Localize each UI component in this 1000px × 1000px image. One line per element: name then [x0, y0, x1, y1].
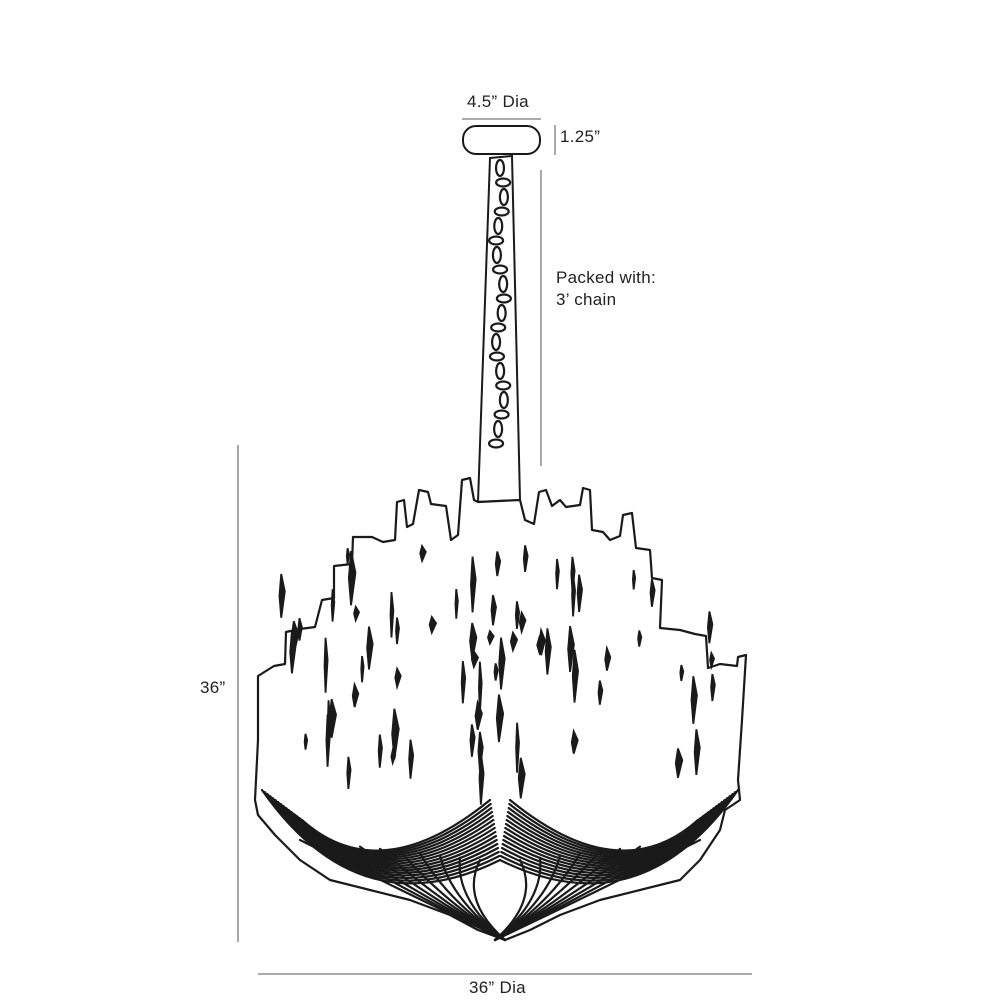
fixture-slot	[377, 734, 383, 768]
chain-link	[490, 332, 502, 352]
fixture-slot	[493, 663, 499, 681]
weave-strand	[472, 858, 507, 942]
fixture-slot	[509, 630, 519, 654]
fixture-slot	[570, 728, 579, 754]
fixture-slot	[597, 680, 604, 705]
chain-link	[487, 438, 505, 449]
fixture-diameter-label: 36” Dia	[469, 978, 526, 997]
chain-link	[498, 187, 509, 207]
fixture-slot	[366, 626, 374, 670]
fixture-slot	[345, 548, 351, 565]
fixture-slot	[394, 666, 402, 691]
fixture-slot	[494, 551, 502, 577]
fixture-slot	[353, 604, 361, 624]
fixture-slot	[522, 545, 529, 573]
fixture-slot	[487, 629, 495, 647]
fixture-slot	[679, 664, 685, 682]
fixture-slot	[555, 558, 560, 590]
canopy-diameter-label: 4.5” Dia	[467, 92, 529, 111]
chain-link	[490, 322, 507, 333]
fixture-slot	[576, 574, 583, 613]
fixture-slot	[351, 681, 360, 708]
chain-link	[498, 274, 509, 294]
fixture-slot	[419, 543, 427, 564]
dimension-lines	[237, 118, 752, 975]
fixture-slot	[690, 676, 698, 724]
fixture-slot	[693, 729, 701, 776]
fixture-slot	[674, 748, 684, 778]
chain-link	[491, 264, 509, 275]
fixture-slot	[330, 589, 336, 622]
fixture-slot	[454, 588, 459, 619]
fixture-slot	[517, 757, 526, 799]
fixture-slot	[571, 649, 579, 703]
fixture-slots	[278, 543, 716, 805]
chain-link	[498, 390, 509, 410]
chain-link	[493, 409, 510, 420]
fixture-slot	[544, 628, 552, 675]
chain-link	[495, 293, 512, 304]
fixture-height-label: 36”	[200, 678, 226, 697]
fixture-slot	[706, 611, 714, 644]
fixture-slot	[478, 661, 483, 715]
fixture-slot	[389, 591, 395, 638]
chain-note-line1: Packed with:	[556, 268, 656, 287]
fixture-slot	[514, 601, 521, 630]
fixture-slot	[498, 637, 506, 690]
chain-link	[495, 361, 506, 381]
canopy	[462, 125, 541, 155]
fixture-slot	[536, 634, 545, 656]
fixture-slot	[303, 733, 309, 750]
chain-link	[493, 216, 504, 236]
fixture-slot	[408, 739, 415, 779]
fixture-slot	[571, 573, 576, 617]
chain-link	[487, 235, 505, 246]
weave-strand	[493, 858, 528, 942]
weave-strand	[300, 798, 492, 852]
fixture-slot	[346, 756, 352, 789]
fixture-weave	[260, 788, 740, 942]
fixture-slot	[290, 620, 300, 655]
fixture-slot	[710, 673, 716, 702]
fixture-slot	[360, 655, 365, 683]
chain-link	[494, 158, 506, 178]
fixture-slot	[469, 724, 476, 757]
canopy-height-label: 1.25”	[560, 127, 601, 146]
chain	[487, 158, 512, 449]
chain-link	[493, 419, 504, 439]
fixture-slot	[478, 752, 485, 805]
fixture-slot	[709, 650, 716, 671]
fixture-slot	[347, 550, 357, 606]
fixture-slot	[323, 637, 329, 693]
chain-link	[488, 351, 506, 362]
fixture-slot	[637, 630, 643, 647]
fixture-slot	[495, 694, 505, 743]
fixture-slot	[515, 722, 520, 773]
fixture-slot	[469, 622, 478, 660]
chain-link	[496, 303, 507, 323]
fixture-slot	[297, 618, 303, 641]
chain-note-line2: 3’ chain	[556, 290, 617, 309]
fixture-slot	[328, 699, 337, 738]
weave-strand	[508, 798, 700, 852]
chain-link	[495, 380, 512, 391]
chain-link	[495, 177, 512, 188]
fixture-slot	[604, 644, 612, 671]
fixture-slot	[567, 625, 575, 673]
fixture-slot	[460, 660, 467, 704]
fixture-slot	[395, 617, 400, 645]
fixture-slot	[632, 569, 637, 590]
fixture-slot	[428, 614, 438, 636]
fixture-slot	[490, 594, 497, 626]
fixture-slot	[278, 573, 286, 618]
fixture-slot	[518, 609, 527, 636]
chain-link	[491, 245, 503, 265]
fixture-slot	[649, 579, 656, 607]
fixture-slot	[390, 747, 397, 767]
chain-link	[493, 206, 510, 217]
fixture-slot	[470, 556, 477, 613]
